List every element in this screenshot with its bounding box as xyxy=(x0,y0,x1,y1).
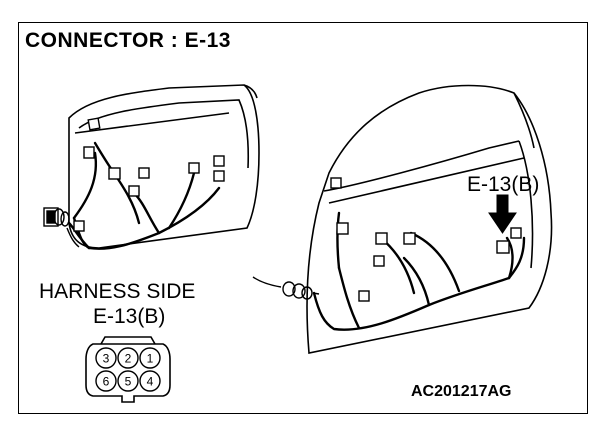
diagram-frame: CONNECTOR : E-13 HARNESS SIDE E-13(B) E-… xyxy=(18,22,588,414)
pointer-arrow xyxy=(488,194,517,234)
left-grommet xyxy=(53,208,80,248)
callout-connector-code: E-13(B) xyxy=(467,173,540,196)
right-door xyxy=(306,84,553,354)
figure-code: AC201217AG xyxy=(411,383,512,400)
connector-face xyxy=(85,336,171,403)
left-harness xyxy=(67,141,221,250)
harness-side-label: HARNESS SIDE xyxy=(39,280,196,303)
page-title: CONNECTOR : E-13 xyxy=(25,29,231,52)
left-connectors xyxy=(43,117,225,232)
right-grommet xyxy=(252,276,320,300)
left-door xyxy=(68,84,260,249)
door-harness-drawing xyxy=(43,84,553,403)
right-connectors xyxy=(330,177,522,302)
harness-side-connector-code: E-13(B) xyxy=(93,305,166,328)
